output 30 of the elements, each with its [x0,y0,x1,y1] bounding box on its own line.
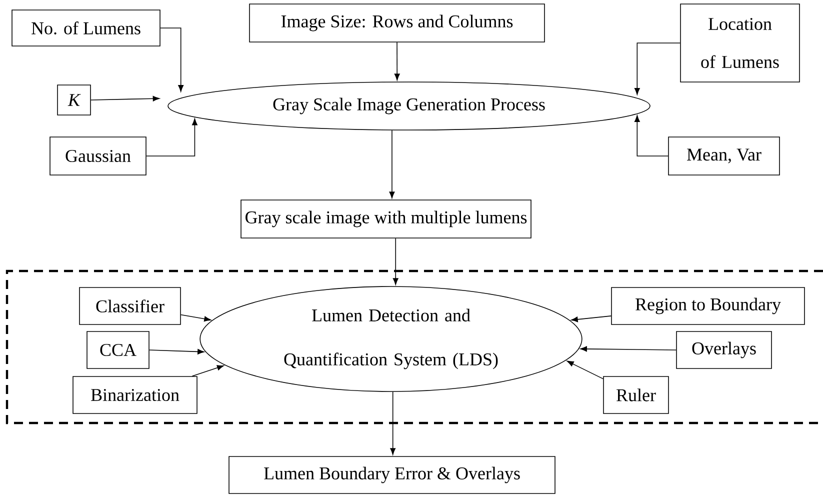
arrow [566,360,604,380]
arrow [392,238,398,285]
arrow [394,42,400,80]
arrow [160,28,184,92]
process-box: Image Size: Rows and Columns [249,4,545,42]
arrow [146,118,198,156]
process-box: Ruler [603,376,669,414]
process-box: No. of Lumens [12,10,160,46]
arrow [571,316,612,322]
dashed-region [6,270,823,424]
process-box: Lumen Boundary Error & Overlays [228,456,556,494]
process-box: CCA [86,331,150,369]
process-box: Mean, Var [668,136,780,176]
process-box: K [57,84,91,116]
arrow [90,96,160,102]
process-box: Classifier [79,287,181,325]
process-box: Location of Lumens [680,4,800,82]
arrow [634,115,668,156]
process-box: Gaussian [50,136,146,176]
process-box: Overlays [676,331,772,369]
arrow [390,392,396,455]
process-box: Region to Boundary [611,287,805,325]
arrow [634,42,680,95]
arrow [389,130,395,198]
arrow [580,346,676,352]
process-box: Binarization [72,376,198,414]
process-box: Gray scale image with multiple lumens [240,200,532,238]
arrow [192,365,224,376]
arrow [180,314,211,322]
arrow [149,349,204,354]
